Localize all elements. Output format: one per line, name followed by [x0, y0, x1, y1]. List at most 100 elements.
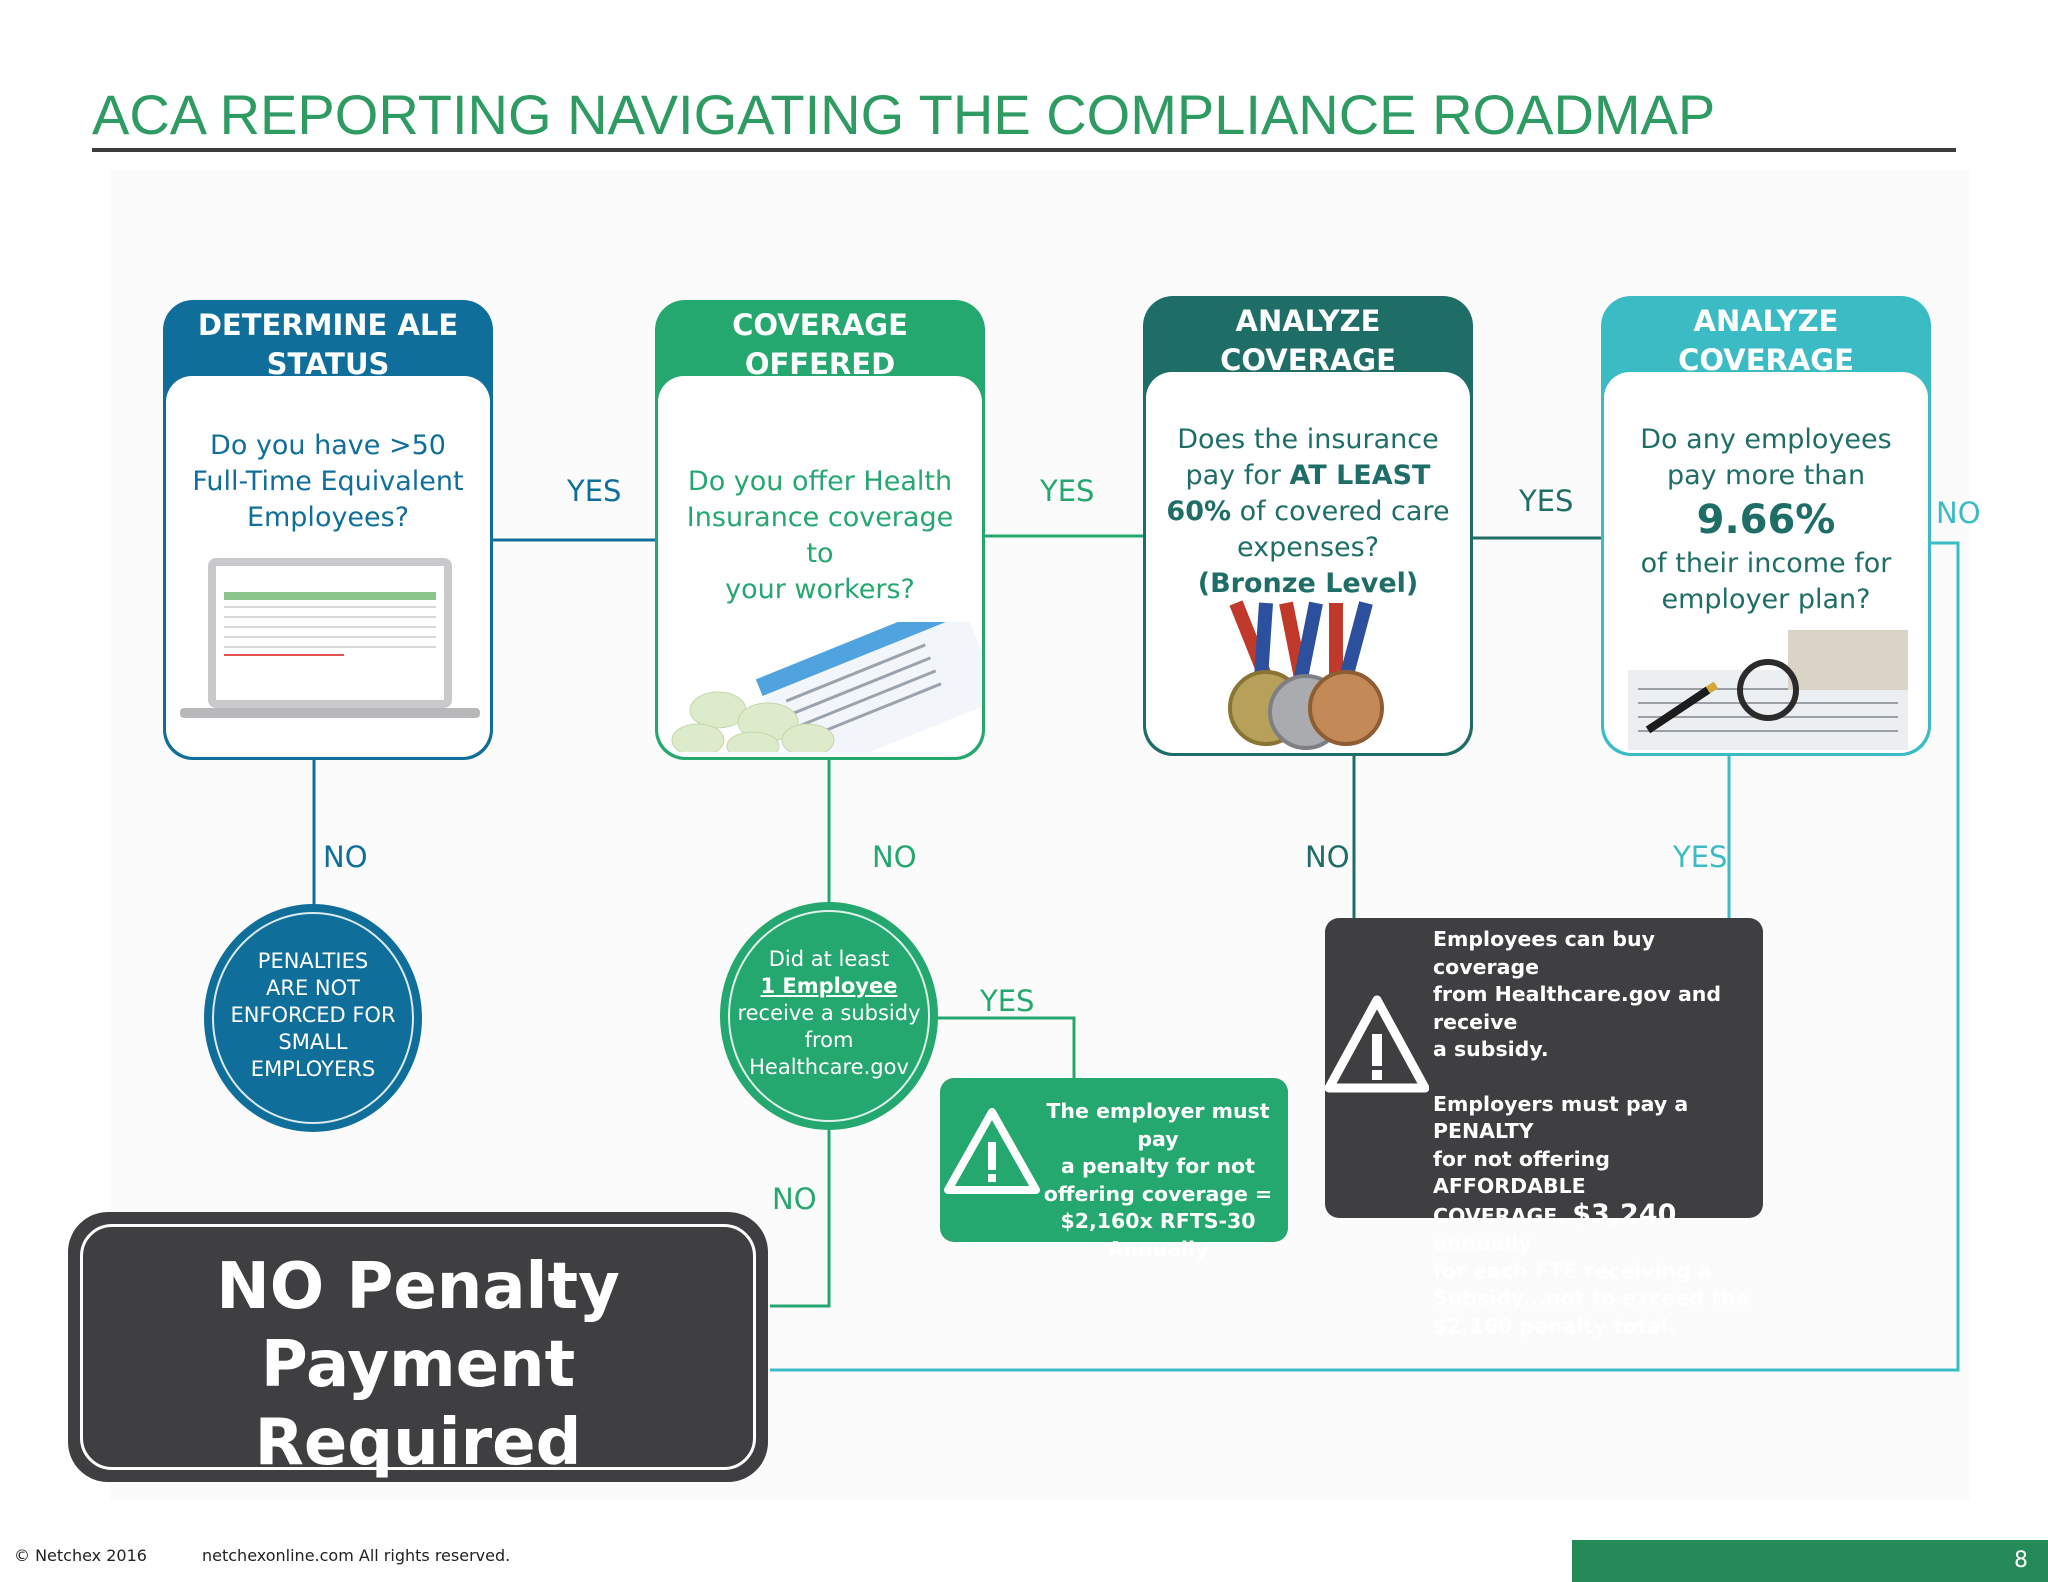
page-title: ACA REPORTING NAVIGATING THE COMPLIANCE …	[92, 83, 1716, 146]
card-coverage-offered: COVERAGE OFFERED Do you offer Health Ins…	[655, 300, 985, 760]
no-label: NO	[1305, 840, 1350, 874]
card-question: Does the insurance pay for AT LEAST 60% …	[1160, 422, 1456, 602]
card-question: Do any employees pay more than 9.66% of …	[1618, 422, 1914, 618]
circle-line: from	[804, 1028, 854, 1052]
calculator-magnifier-image	[1628, 630, 1908, 750]
question-text: pay for	[1185, 460, 1290, 491]
circle-line: receive a subsidy	[737, 1001, 921, 1025]
card-body: Do you have >50 Full-Time Equivalent Emp…	[166, 376, 490, 757]
title-underline	[92, 148, 1956, 152]
card-header: DETERMINE ALE STATUS	[163, 300, 493, 384]
circle-line: Healthcare.gov	[749, 1055, 909, 1079]
warning-line: The employer must pay	[1046, 1099, 1270, 1151]
no-penalty-box: NO Penalty Payment Required	[68, 1212, 768, 1482]
warning-line: for not offering AFFORDABLE	[1433, 1146, 1610, 1199]
question-line: Do you have >50	[210, 430, 446, 461]
question-line: pay for AT LEAST	[1160, 458, 1456, 494]
card-header: ANALYZE COVERAGE	[1143, 296, 1473, 380]
card-analyze-coverage-966: ANALYZE COVERAGE Do any employees pay mo…	[1601, 296, 1931, 756]
question-line: Full-Time Equivalent	[192, 466, 464, 497]
circle-line: Did at least	[768, 947, 890, 971]
question-line: of their income for	[1640, 548, 1892, 579]
circle-line: ENFORCED FOR	[230, 1003, 396, 1027]
card-header-line: COVERAGE	[1678, 343, 1854, 377]
card-header-line: COVERAGE	[732, 308, 908, 342]
card-header: COVERAGE OFFERED	[655, 300, 985, 384]
warning-text-part: COVERAGE.	[1433, 1203, 1573, 1228]
no-penalty-line: NO Penalty	[216, 1250, 620, 1324]
card-header-line: DETERMINE ALE	[197, 308, 459, 342]
warning-line: offering coverage =	[1043, 1181, 1273, 1206]
circle-line: EMPLOYERS	[250, 1057, 376, 1081]
footer-rights: netchexonline.com All rights reserved.	[202, 1546, 511, 1565]
warning-line: Subsidy...not to exceed the	[1433, 1286, 1750, 1310]
yes-label: YES	[1519, 484, 1574, 518]
circle-text: PENALTIES ARE NOT ENFORCED FOR SMALL EMP…	[214, 948, 412, 1083]
question-line: 60% of covered care	[1160, 494, 1456, 530]
question-emphasis: 60%	[1166, 496, 1232, 527]
pills-health-form-image	[671, 622, 982, 752]
question-line: Do you offer Health	[687, 466, 953, 497]
no-label: NO	[872, 840, 917, 874]
circle-line: PENALTIES	[257, 949, 369, 973]
question-line: Does the insurance	[1177, 424, 1439, 455]
card-header-line: COVERAGE	[1220, 343, 1396, 377]
warning-line: $2,160x RFTS-30	[1060, 1209, 1256, 1233]
circle-line: ARE NOT	[266, 976, 360, 1000]
card-header: ANALYZE COVERAGE	[1601, 296, 1931, 380]
warning-text-part: annually	[1433, 1231, 1532, 1255]
page-number: 8	[2014, 1548, 2028, 1573]
penalties-not-enforced-circle: PENALTIES ARE NOT ENFORCED FOR SMALL EMP…	[204, 904, 422, 1132]
warning-line: Employees can buy coverage	[1433, 927, 1656, 979]
question-line: Employees?	[246, 502, 410, 533]
paragraph-gap	[1433, 1064, 1759, 1091]
footer-page-bar: 8	[1572, 1540, 2048, 1582]
yes-label: YES	[1673, 840, 1728, 874]
warning-line: Annually	[1107, 1236, 1209, 1261]
medals-image	[1228, 600, 1384, 750]
footer-copyright: © Netchex 2016	[14, 1546, 147, 1565]
warning-line: a penalty for not	[1060, 1154, 1256, 1178]
question-text: of covered care	[1231, 496, 1450, 527]
circle-text: Did at least 1 Employee receive a subsid…	[730, 946, 928, 1081]
card-body: Do you offer Health Insurance coverage t…	[658, 376, 982, 757]
card-header-line: OFFERED	[744, 347, 896, 381]
employer-penalty-warning: The employer must pay a penalty for not …	[940, 1078, 1288, 1261]
circle-ring	[728, 910, 930, 1122]
no-label: NO	[1936, 496, 1981, 530]
circle-line: SMALL	[278, 1030, 348, 1054]
warning-icon	[944, 1108, 1040, 1194]
question-emphasis: AT LEAST	[1289, 460, 1431, 491]
subsidy-check-circle: Did at least 1 Employee receive a subsid…	[720, 902, 938, 1130]
bronze-level-label: (Bronze Level)	[1197, 568, 1419, 599]
question-line: pay more than	[1666, 460, 1866, 491]
card-body: Do any employees pay more than 9.66% of …	[1604, 372, 1928, 753]
card-header-line: STATUS	[266, 347, 390, 381]
warning-icon	[1325, 995, 1429, 1093]
yes-label: YES	[567, 474, 622, 508]
warning-text: Employees can buy coverage from Healthca…	[1433, 926, 1759, 1340]
percentage-highlight: 9.66%	[1696, 497, 1836, 543]
warning-line: for each FTE receiving a	[1433, 1258, 1712, 1283]
no-penalty-line: Payment Required	[254, 1328, 582, 1480]
circle-emphasis: 1 Employee	[760, 974, 898, 998]
penalty-amount: $3,240	[1572, 1198, 1677, 1230]
question-line: Insurance coverage to	[686, 502, 954, 569]
no-label: NO	[772, 1182, 817, 1216]
card-analyze-coverage-60: ANALYZE COVERAGE Does the insurance pay …	[1143, 296, 1473, 756]
no-penalty-text: NO Penalty Payment Required	[88, 1248, 748, 1482]
no-label: NO	[323, 840, 368, 874]
affordable-coverage-warning: Employees can buy coverage from Healthca…	[1325, 918, 1763, 1338]
yes-label: YES	[980, 984, 1035, 1018]
question-line: expenses?	[1236, 532, 1380, 563]
card-header-line: ANALYZE	[1235, 304, 1381, 338]
warning-line: a subsidy.	[1433, 1037, 1549, 1061]
warning-line: from Healthcare.gov and receive	[1433, 982, 1722, 1034]
laptop-spreadsheet-image	[180, 558, 480, 718]
warning-line: $2,160 penalty total.	[1433, 1313, 1676, 1338]
warning-line: COVERAGE. $3,240 annually	[1433, 1198, 1759, 1258]
circle-ring	[212, 912, 414, 1124]
card-header-line: ANALYZE	[1693, 304, 1839, 338]
no-penalty-border	[80, 1224, 756, 1470]
question-line: your workers?	[725, 574, 915, 605]
